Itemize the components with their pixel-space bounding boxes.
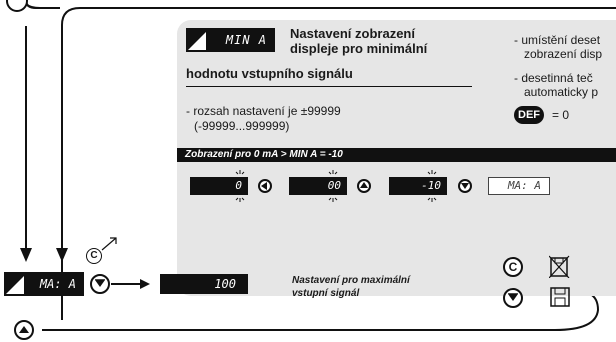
diagonal-arrow-icon [101, 237, 117, 251]
sequence-display-2: 00 [289, 177, 347, 195]
c-circle-icon[interactable]: C [503, 257, 523, 277]
up-arrow-circle-icon[interactable] [357, 179, 371, 193]
min-a-title-line3: hodnotu vstupního signálu [186, 66, 353, 81]
note-line1: - umístění deset [514, 33, 601, 47]
def-badge: DEF [514, 106, 544, 124]
left-arrow-circle-icon[interactable] [258, 179, 272, 193]
crossed-memory-icon [549, 255, 570, 278]
max-lcd-corner-mark [6, 276, 24, 294]
c-circle-icon-small: C [86, 248, 102, 264]
example-bar: Zobrazení pro 0 mA > MIN A = -10 [177, 148, 616, 162]
max-value-display: 100 [160, 274, 248, 294]
max-desc-line1: Nastavení pro maximální [292, 275, 410, 286]
note-line2: zobrazení disp [524, 47, 603, 61]
down-button-save[interactable] [503, 288, 523, 308]
def-value: = 0 [552, 108, 570, 122]
sequence-display-1: 0 [190, 177, 248, 195]
down-arrow-circle-icon[interactable] [458, 179, 472, 193]
floppy-icon [550, 287, 570, 307]
range-line2: (-99999...999999) [194, 119, 290, 133]
result-display: MA: A [488, 177, 550, 195]
title-underline [186, 86, 472, 87]
up-button-bottom[interactable] [14, 320, 34, 340]
note-line3: - desetinná teč [514, 71, 593, 85]
min-a-title-line2: displeje pro minimální [290, 41, 428, 56]
range-line1: - rozsah nastavení je ±99999 [186, 104, 341, 118]
lcd-corner-mark [188, 32, 206, 50]
max-a-lcd: MA: A [4, 272, 84, 296]
sequence-display-3: -10 [389, 177, 447, 195]
note-line4: automaticky p [524, 85, 599, 99]
min-a-title-line1: Nastavení zobrazení [290, 26, 415, 41]
down-button-max[interactable] [90, 274, 110, 294]
max-desc-line2: vstupní signál [292, 288, 360, 299]
